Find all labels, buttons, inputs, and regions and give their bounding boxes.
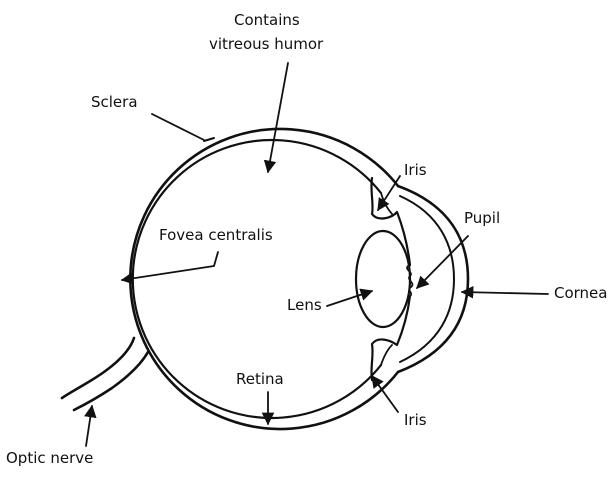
optic-nerve-upper — [62, 338, 134, 398]
sclera-leader — [152, 114, 204, 140]
fovea-centralis-label: Fovea centralis — [159, 225, 273, 246]
optic-nerve-lower — [74, 352, 148, 410]
iris-lower-inner — [381, 345, 392, 365]
retina-label: Retina — [236, 369, 284, 390]
pupil-opening — [407, 266, 412, 296]
lens-arrow — [327, 291, 372, 306]
contains-arrow — [268, 63, 288, 172]
iris-top-label: Iris — [404, 160, 427, 181]
contains-label-line2: vitreous humor — [209, 34, 323, 55]
pupil-arrow — [417, 236, 468, 288]
lens-label: Lens — [287, 295, 322, 316]
iris-bottom-label: Iris — [404, 410, 427, 431]
contains-label-line1: Contains — [234, 10, 300, 31]
sclera-tick — [204, 138, 214, 141]
fovea-arrow — [122, 252, 218, 280]
optic-nerve-label: Optic nerve — [6, 448, 93, 469]
cornea-arrow — [462, 292, 548, 294]
sclera-label: Sclera — [91, 92, 138, 113]
pupil-label: Pupil — [464, 208, 500, 229]
cornea-label: Cornea — [554, 283, 607, 304]
lens — [356, 231, 410, 327]
optic-nerve-arrow — [86, 406, 92, 446]
